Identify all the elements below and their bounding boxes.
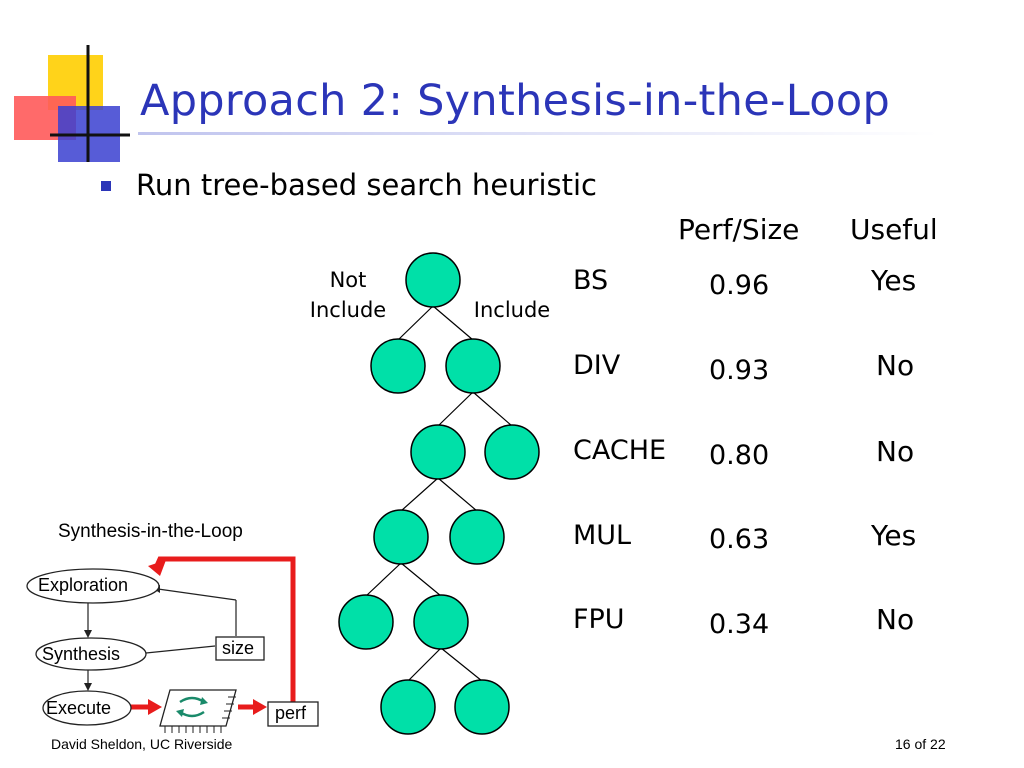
chip-icon: [159, 689, 237, 733]
useful-value: Yes: [871, 264, 917, 297]
execute-label: Execute: [46, 698, 112, 718]
tree-edge: [432, 305, 474, 341]
arrowhead-icon: [84, 683, 92, 691]
tree-node-level4-left: [338, 594, 394, 650]
title-underline: [138, 132, 938, 135]
tree-edge: [437, 391, 474, 427]
tree-edges: [365, 305, 513, 682]
tree-node-level2-left: [410, 424, 466, 480]
slide-title: Approach 2: Synthesis-in-the-Loop: [140, 76, 891, 126]
bullet-text: Run tree-based search heuristic: [136, 168, 597, 202]
footer-author: David Sheldon, UC Riverside: [51, 736, 233, 752]
perf-label: perf: [275, 703, 307, 723]
branch-label-line: Not: [329, 268, 367, 292]
component-name: MUL: [573, 520, 632, 551]
tree-nodes: [338, 252, 540, 735]
tree-node-level2-right: [484, 424, 540, 480]
branch-label-include: Include: [473, 298, 551, 322]
tree-edge: [365, 562, 402, 597]
slide-logo: [14, 45, 130, 162]
footer-page-number: 16 of 22: [895, 736, 946, 752]
tree-edge: [400, 477, 439, 512]
arrowhead-icon: [148, 699, 162, 715]
tree-node-level3-left: [373, 509, 429, 565]
tree-node-level4-right: [413, 594, 469, 650]
tree-edge: [400, 562, 442, 597]
loop-diagram-title: Synthesis-in-the-Loop: [58, 521, 243, 542]
arrow-size-to-exploration: [157, 588, 237, 601]
perf-feedback-arrow: [153, 556, 296, 702]
perf-size-value: 0.93: [709, 355, 770, 386]
synthesis-node: [35, 637, 147, 671]
tree-node-level5-right: [454, 679, 510, 735]
arrow-synthesis-to-size: [145, 645, 216, 654]
useful-value: No: [876, 603, 915, 636]
tree-node-level5-left: [380, 679, 436, 735]
component-name: BS: [573, 265, 609, 296]
column-header-useful: Useful: [850, 213, 938, 246]
tree-edge: [407, 647, 442, 682]
arrowhead-icon: [148, 560, 166, 576]
tree-edge: [440, 647, 483, 682]
tree-node-level1-left: [370, 338, 426, 394]
arrowhead-icon: [84, 630, 92, 638]
column-header-perf-size: Perf/Size: [678, 213, 800, 246]
useful-value: No: [876, 349, 915, 382]
perf-box: [267, 701, 319, 727]
perf-size-value: 0.80: [709, 440, 770, 471]
execute-node: [42, 690, 132, 726]
tree-edge: [437, 477, 478, 512]
tree-edge: [472, 391, 513, 427]
branch-label-not-include: Not Include: [300, 265, 396, 325]
tree-node-level3-right: [449, 509, 505, 565]
synthesis-label: Synthesis: [42, 644, 121, 664]
branch-label-line: Include: [309, 298, 387, 322]
component-name: CACHE: [573, 435, 667, 466]
tree-node-level1-right: [445, 338, 501, 394]
useful-value: No: [876, 435, 915, 468]
perf-size-value: 0.34: [709, 609, 770, 640]
perf-size-value: 0.63: [709, 524, 770, 555]
tree-edge: [397, 305, 434, 341]
perf-size-value: 0.96: [709, 270, 770, 301]
arrowhead-icon: [253, 699, 267, 715]
exploration-node: [26, 568, 160, 604]
component-name: DIV: [573, 350, 621, 381]
useful-value: Yes: [871, 519, 917, 552]
bullet-marker: [101, 181, 111, 191]
size-box: [215, 636, 265, 661]
loop-diagram: [26, 556, 319, 733]
component-name: FPU: [573, 604, 625, 635]
size-label: size: [222, 638, 255, 658]
tree-node-root: [405, 252, 461, 308]
exploration-label: Exploration: [38, 575, 129, 595]
